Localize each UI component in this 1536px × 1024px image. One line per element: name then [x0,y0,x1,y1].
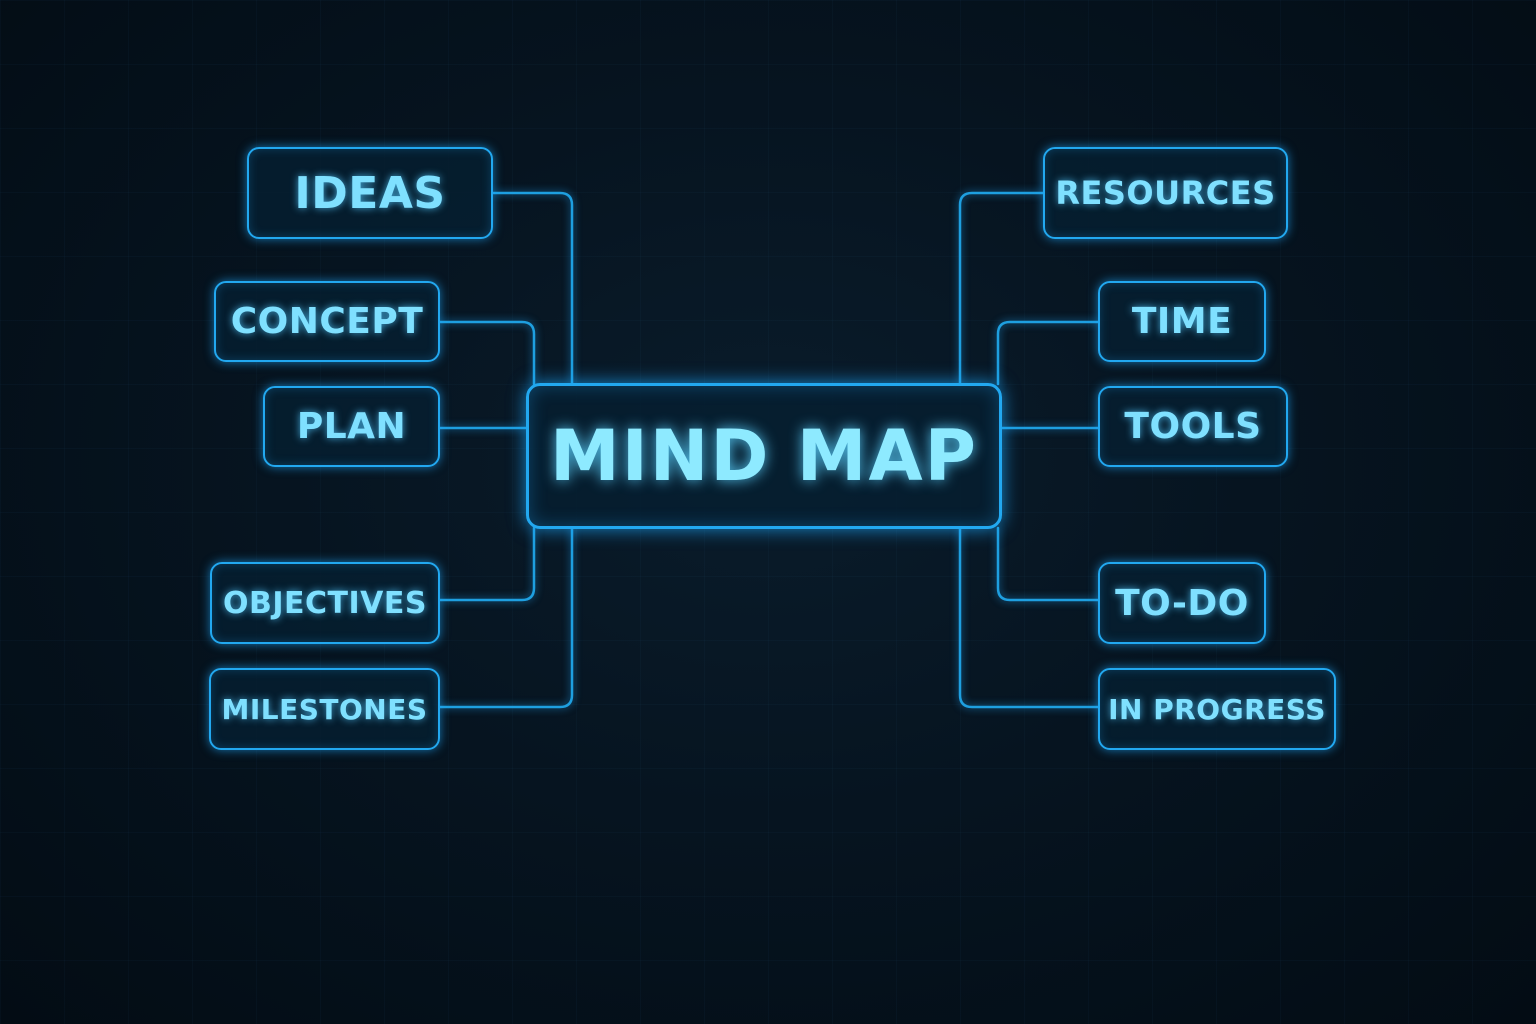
node-ideas-label: IDEAS [294,167,446,219]
node-todo-label: TO-DO [1115,582,1249,624]
connector-milestones [438,526,574,709]
connector-resources [958,191,1045,386]
node-todo[interactable]: TO-DO [1098,562,1266,644]
node-objectives-label: OBJECTIVES [223,585,427,621]
node-milestones-label: MILESTONES [221,692,428,726]
center-node-label: MIND MAP [550,415,978,497]
node-ideas[interactable]: IDEAS [247,147,493,239]
node-tools[interactable]: TOOLS [1098,386,1288,467]
node-tools-label: TOOLS [1124,406,1262,447]
node-plan-label: PLAN [296,406,407,447]
node-resources[interactable]: RESOURCES [1043,147,1288,239]
node-milestones[interactable]: MILESTONES [209,668,440,750]
connector-time [996,320,1100,386]
connector-in-progress [958,526,1100,709]
center-node[interactable]: MIND MAP [526,383,1002,529]
node-concept-label: CONCEPT [230,301,424,342]
node-resources-label: RESOURCES [1055,174,1276,212]
node-in-progress[interactable]: IN PROGRESS [1098,668,1336,750]
connector-ideas [491,191,574,386]
node-time-label: TIME [1131,301,1233,342]
node-concept[interactable]: CONCEPT [214,281,440,362]
connector-todo [996,526,1100,602]
connector-objectives [438,526,536,602]
node-plan[interactable]: PLAN [263,386,440,467]
connector-concept [438,320,536,386]
node-objectives[interactable]: OBJECTIVES [210,562,440,644]
node-in-progress-label: IN PROGRESS [1108,692,1326,726]
node-time[interactable]: TIME [1098,281,1266,362]
